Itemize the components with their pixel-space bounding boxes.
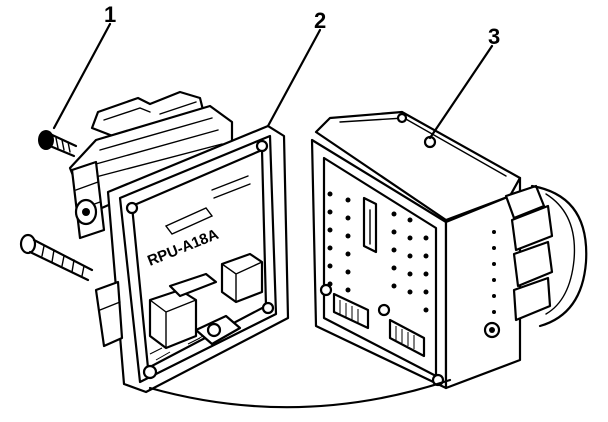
screw-1-icon [38, 130, 78, 158]
callout-1: 1 [104, 2, 116, 27]
right-module [310, 110, 588, 390]
pin-grid [327, 191, 429, 313]
screw-2-icon [19, 233, 94, 282]
leader-line-3 [428, 44, 494, 140]
leader-line-2 [266, 28, 322, 128]
bottom-arc-line [148, 378, 452, 409]
side-vents [492, 230, 496, 314]
leader-line-1 [52, 22, 112, 130]
left-module: RPU-A18A [68, 90, 290, 394]
callout-3: 3 [488, 24, 500, 49]
callout-2: 2 [314, 8, 326, 33]
